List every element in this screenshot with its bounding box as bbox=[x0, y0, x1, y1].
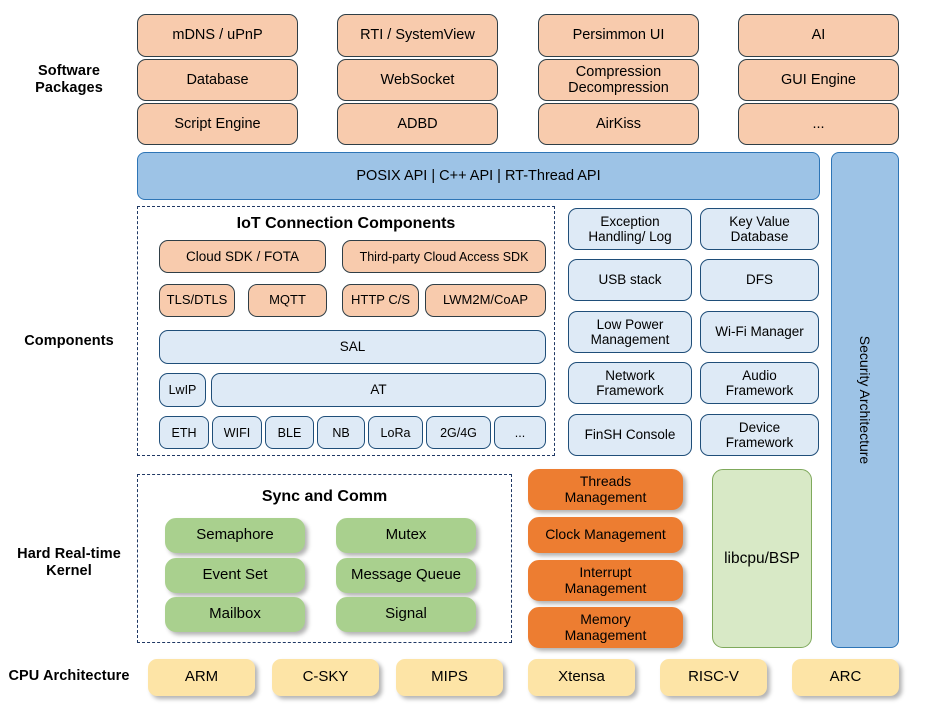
kernel-sync-box[interactable]: Event Set bbox=[165, 558, 305, 593]
iot-box[interactable]: MQTT bbox=[248, 284, 327, 317]
iot-box[interactable]: NB bbox=[317, 416, 365, 449]
iot-box[interactable]: AT bbox=[211, 373, 546, 407]
package-box[interactable]: ... bbox=[738, 103, 899, 145]
libcpu-bsp-box[interactable]: libcpu/BSP bbox=[712, 469, 812, 648]
kernel-sync-box[interactable]: Semaphore bbox=[165, 518, 305, 553]
kernel-sync-box[interactable]: Message Queue bbox=[336, 558, 476, 593]
component-box[interactable]: Audio Framework bbox=[700, 362, 819, 404]
component-box[interactable]: USB stack bbox=[568, 259, 692, 301]
iot-box[interactable]: 2G/4G bbox=[426, 416, 491, 449]
package-box[interactable]: Database bbox=[137, 59, 298, 101]
row-label-cpu-architecture: CPU Architecture bbox=[8, 668, 130, 685]
component-box[interactable]: Network Framework bbox=[568, 362, 692, 404]
kernel-management-box[interactable]: Interrupt Management bbox=[528, 560, 683, 601]
row-label-components: Components bbox=[24, 333, 114, 350]
kernel-management-box[interactable]: Clock Management bbox=[528, 517, 683, 553]
api-bar[interactable]: POSIX API | C++ API | RT-Thread API bbox=[137, 152, 820, 200]
iot-box[interactable]: HTTP C/S bbox=[342, 284, 419, 317]
iot-box[interactable]: ... bbox=[494, 416, 546, 449]
sync-and-comm-group bbox=[137, 474, 512, 643]
cpu-arch-box[interactable]: RISC-V bbox=[660, 659, 767, 696]
iot-connection-group bbox=[137, 206, 555, 456]
component-box[interactable]: Device Framework bbox=[700, 414, 819, 456]
cpu-arch-box[interactable]: MIPS bbox=[396, 659, 503, 696]
package-box[interactable]: mDNS / uPnP bbox=[137, 14, 298, 57]
iot-sal-box[interactable]: SAL bbox=[159, 330, 546, 364]
package-box[interactable]: Script Engine bbox=[137, 103, 298, 145]
package-box[interactable]: ADBD bbox=[337, 103, 498, 145]
package-box[interactable]: Compression Decompression bbox=[538, 59, 699, 101]
component-box[interactable]: FinSH Console bbox=[568, 414, 692, 456]
iot-box[interactable]: ETH bbox=[159, 416, 209, 449]
kernel-management-box[interactable]: Threads Management bbox=[528, 469, 683, 510]
iot-box[interactable]: LwIP bbox=[159, 373, 206, 407]
iot-box[interactable]: Third-party Cloud Access SDK bbox=[342, 240, 546, 273]
component-box[interactable]: Wi-Fi Manager bbox=[700, 311, 819, 353]
iot-box[interactable]: TLS/DTLS bbox=[159, 284, 235, 317]
kernel-management-box[interactable]: Memory Management bbox=[528, 607, 683, 648]
package-box[interactable]: GUI Engine bbox=[738, 59, 899, 101]
security-architecture-bar[interactable]: Security Architecture bbox=[831, 152, 899, 648]
iot-box[interactable]: LWM2M/CoAP bbox=[425, 284, 546, 317]
package-box[interactable]: Persimmon UI bbox=[538, 14, 699, 57]
package-box[interactable]: AirKiss bbox=[538, 103, 699, 145]
sync-and-comm-group-title: Sync and Comm bbox=[261, 488, 388, 505]
component-box[interactable]: Exception Handling/ Log bbox=[568, 208, 692, 250]
component-box[interactable]: Low Power Management bbox=[568, 311, 692, 353]
kernel-sync-box[interactable]: Signal bbox=[336, 597, 476, 632]
iot-box[interactable]: Cloud SDK / FOTA bbox=[159, 240, 326, 273]
row-label-software-packages: Software Packages bbox=[35, 62, 103, 96]
kernel-sync-box[interactable]: Mailbox bbox=[165, 597, 305, 632]
component-box[interactable]: DFS bbox=[700, 259, 819, 301]
cpu-arch-box[interactable]: C-SKY bbox=[272, 659, 379, 696]
package-box[interactable]: WebSocket bbox=[337, 59, 498, 101]
iot-box[interactable]: BLE bbox=[265, 416, 314, 449]
security-architecture-label: Security Architecture bbox=[857, 335, 873, 465]
package-box[interactable]: AI bbox=[738, 14, 899, 57]
cpu-arch-box[interactable]: Xtensa bbox=[528, 659, 635, 696]
iot-box[interactable]: LoRa bbox=[368, 416, 423, 449]
package-box[interactable]: RTI / SystemView bbox=[337, 14, 498, 57]
iot-box[interactable]: WIFI bbox=[212, 416, 262, 449]
kernel-sync-box[interactable]: Mutex bbox=[336, 518, 476, 553]
iot-connection-group-title: IoT Connection Components bbox=[236, 215, 456, 232]
cpu-arch-box[interactable]: ARM bbox=[148, 659, 255, 696]
cpu-arch-box[interactable]: ARC bbox=[792, 659, 899, 696]
row-label-kernel: Hard Real-time Kernel bbox=[17, 545, 121, 579]
component-box[interactable]: Key Value Database bbox=[700, 208, 819, 250]
